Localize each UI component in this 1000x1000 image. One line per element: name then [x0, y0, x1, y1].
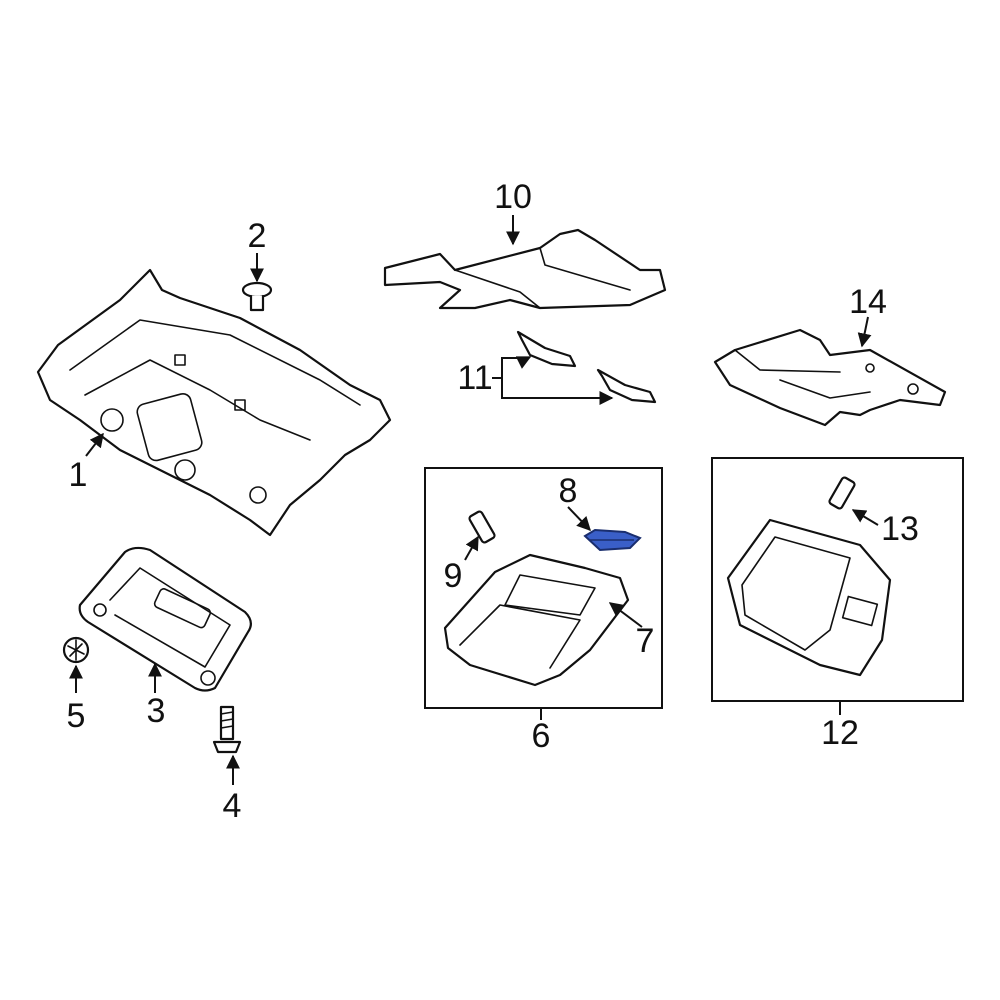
callout-14: 14 [849, 283, 887, 321]
group-box-12 [711, 457, 964, 702]
part-4-screw[interactable] [212, 705, 242, 754]
callout-7: 7 [636, 622, 655, 660]
callout-4: 4 [223, 787, 242, 825]
group-box-6 [424, 467, 663, 709]
callout-13: 13 [881, 510, 919, 548]
callout-11: 11 [457, 359, 492, 397]
part-7-console[interactable] [443, 553, 630, 687]
callout-2: 2 [248, 217, 267, 255]
part-9-bulb[interactable] [468, 510, 496, 544]
callout-5: 5 [67, 697, 86, 735]
part-1-headliner[interactable] [36, 268, 392, 537]
part-13-bulb[interactable] [828, 476, 856, 510]
part-3-sun-visor[interactable] [78, 546, 252, 692]
callout-10: 10 [494, 178, 532, 216]
part-8-bulb-highlighted[interactable] [583, 528, 642, 552]
callout-labels: 10 2 14 11 1 8 13 9 7 3 5 6 12 4 [67, 178, 919, 825]
callout-8: 8 [559, 472, 578, 510]
part-11-clips[interactable] [516, 330, 657, 404]
callout-12: 12 [821, 714, 859, 752]
callout-1: 1 [69, 456, 88, 494]
callout-6: 6 [532, 717, 551, 755]
part-5-nut[interactable] [62, 636, 90, 664]
callout-9: 9 [444, 557, 463, 595]
part-14-plate[interactable] [713, 328, 947, 427]
leader-lines [69, 215, 879, 785]
part-12-lamp[interactable] [726, 518, 892, 677]
part-10-bracket[interactable] [383, 228, 667, 310]
callout-3: 3 [147, 692, 166, 730]
part-2-clip[interactable] [241, 281, 273, 312]
